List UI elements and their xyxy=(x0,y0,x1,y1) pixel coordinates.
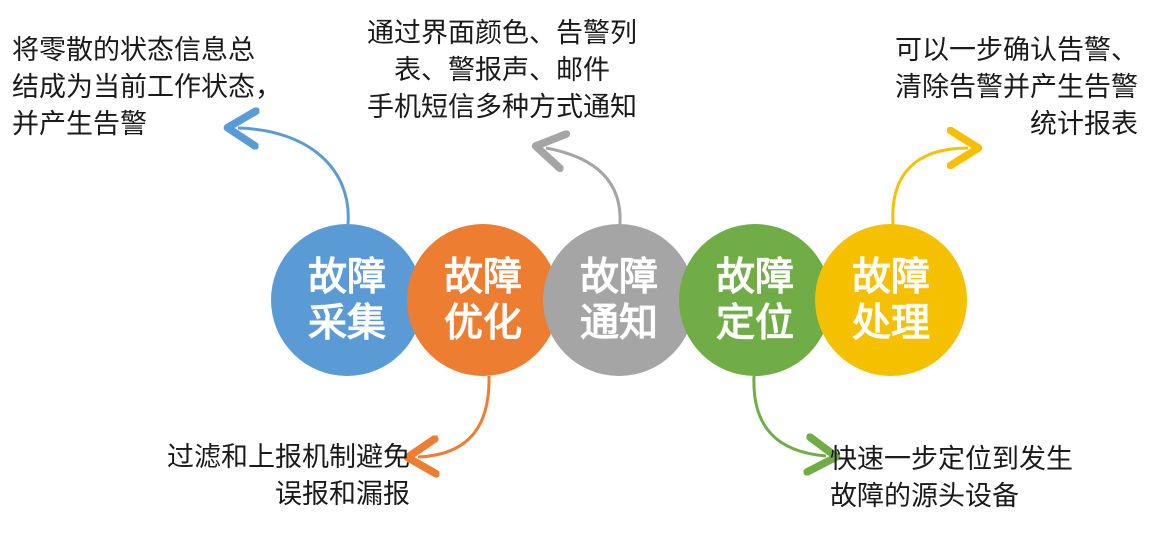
stage-label-bottom-notify: 通知 xyxy=(580,301,658,346)
stage-circle-locate xyxy=(679,224,831,376)
stage-circle-collect xyxy=(271,224,423,376)
stage-label-bottom-optimize: 优化 xyxy=(444,301,522,346)
stage-label-bottom-handle: 处理 xyxy=(851,301,930,346)
note-collect: 将零散的状态信息总 结成为当前工作状态， 并产生告警 xyxy=(12,35,282,140)
stage-label-top-locate: 故障 xyxy=(716,255,794,300)
connector-collect xyxy=(238,128,350,225)
stage-label-top-optimize: 故障 xyxy=(444,255,522,300)
connector-handle xyxy=(891,148,968,225)
note-locate: 快速一步定位到发生 故障的源头设备 xyxy=(830,444,1073,512)
stage-label-top-handle: 故障 xyxy=(852,255,930,300)
stage-label-bottom-collect: 采集 xyxy=(308,301,386,346)
stage-circle-handle xyxy=(815,224,967,376)
connector-locate xyxy=(752,375,826,456)
stage-label-top-collect: 故障 xyxy=(308,255,386,300)
stage-label-top-notify: 故障 xyxy=(580,255,658,300)
connector-optimize xyxy=(418,375,491,457)
note-optimize: 过滤和上报机制避免 误报和漏报 xyxy=(167,442,410,510)
note-handle: 可以一步确认告警、 清除告警并产生告警 统计报表 xyxy=(895,35,1138,140)
note-notify: 通过界面颜色、告警列 表、警报声、邮件 手机短信多种方式通知 xyxy=(367,18,637,123)
stage-circle-notify xyxy=(543,224,695,376)
stage-label-bottom-locate: 定位 xyxy=(716,301,794,346)
stage-circle-optimize xyxy=(407,224,559,376)
connector-notify xyxy=(546,148,622,225)
